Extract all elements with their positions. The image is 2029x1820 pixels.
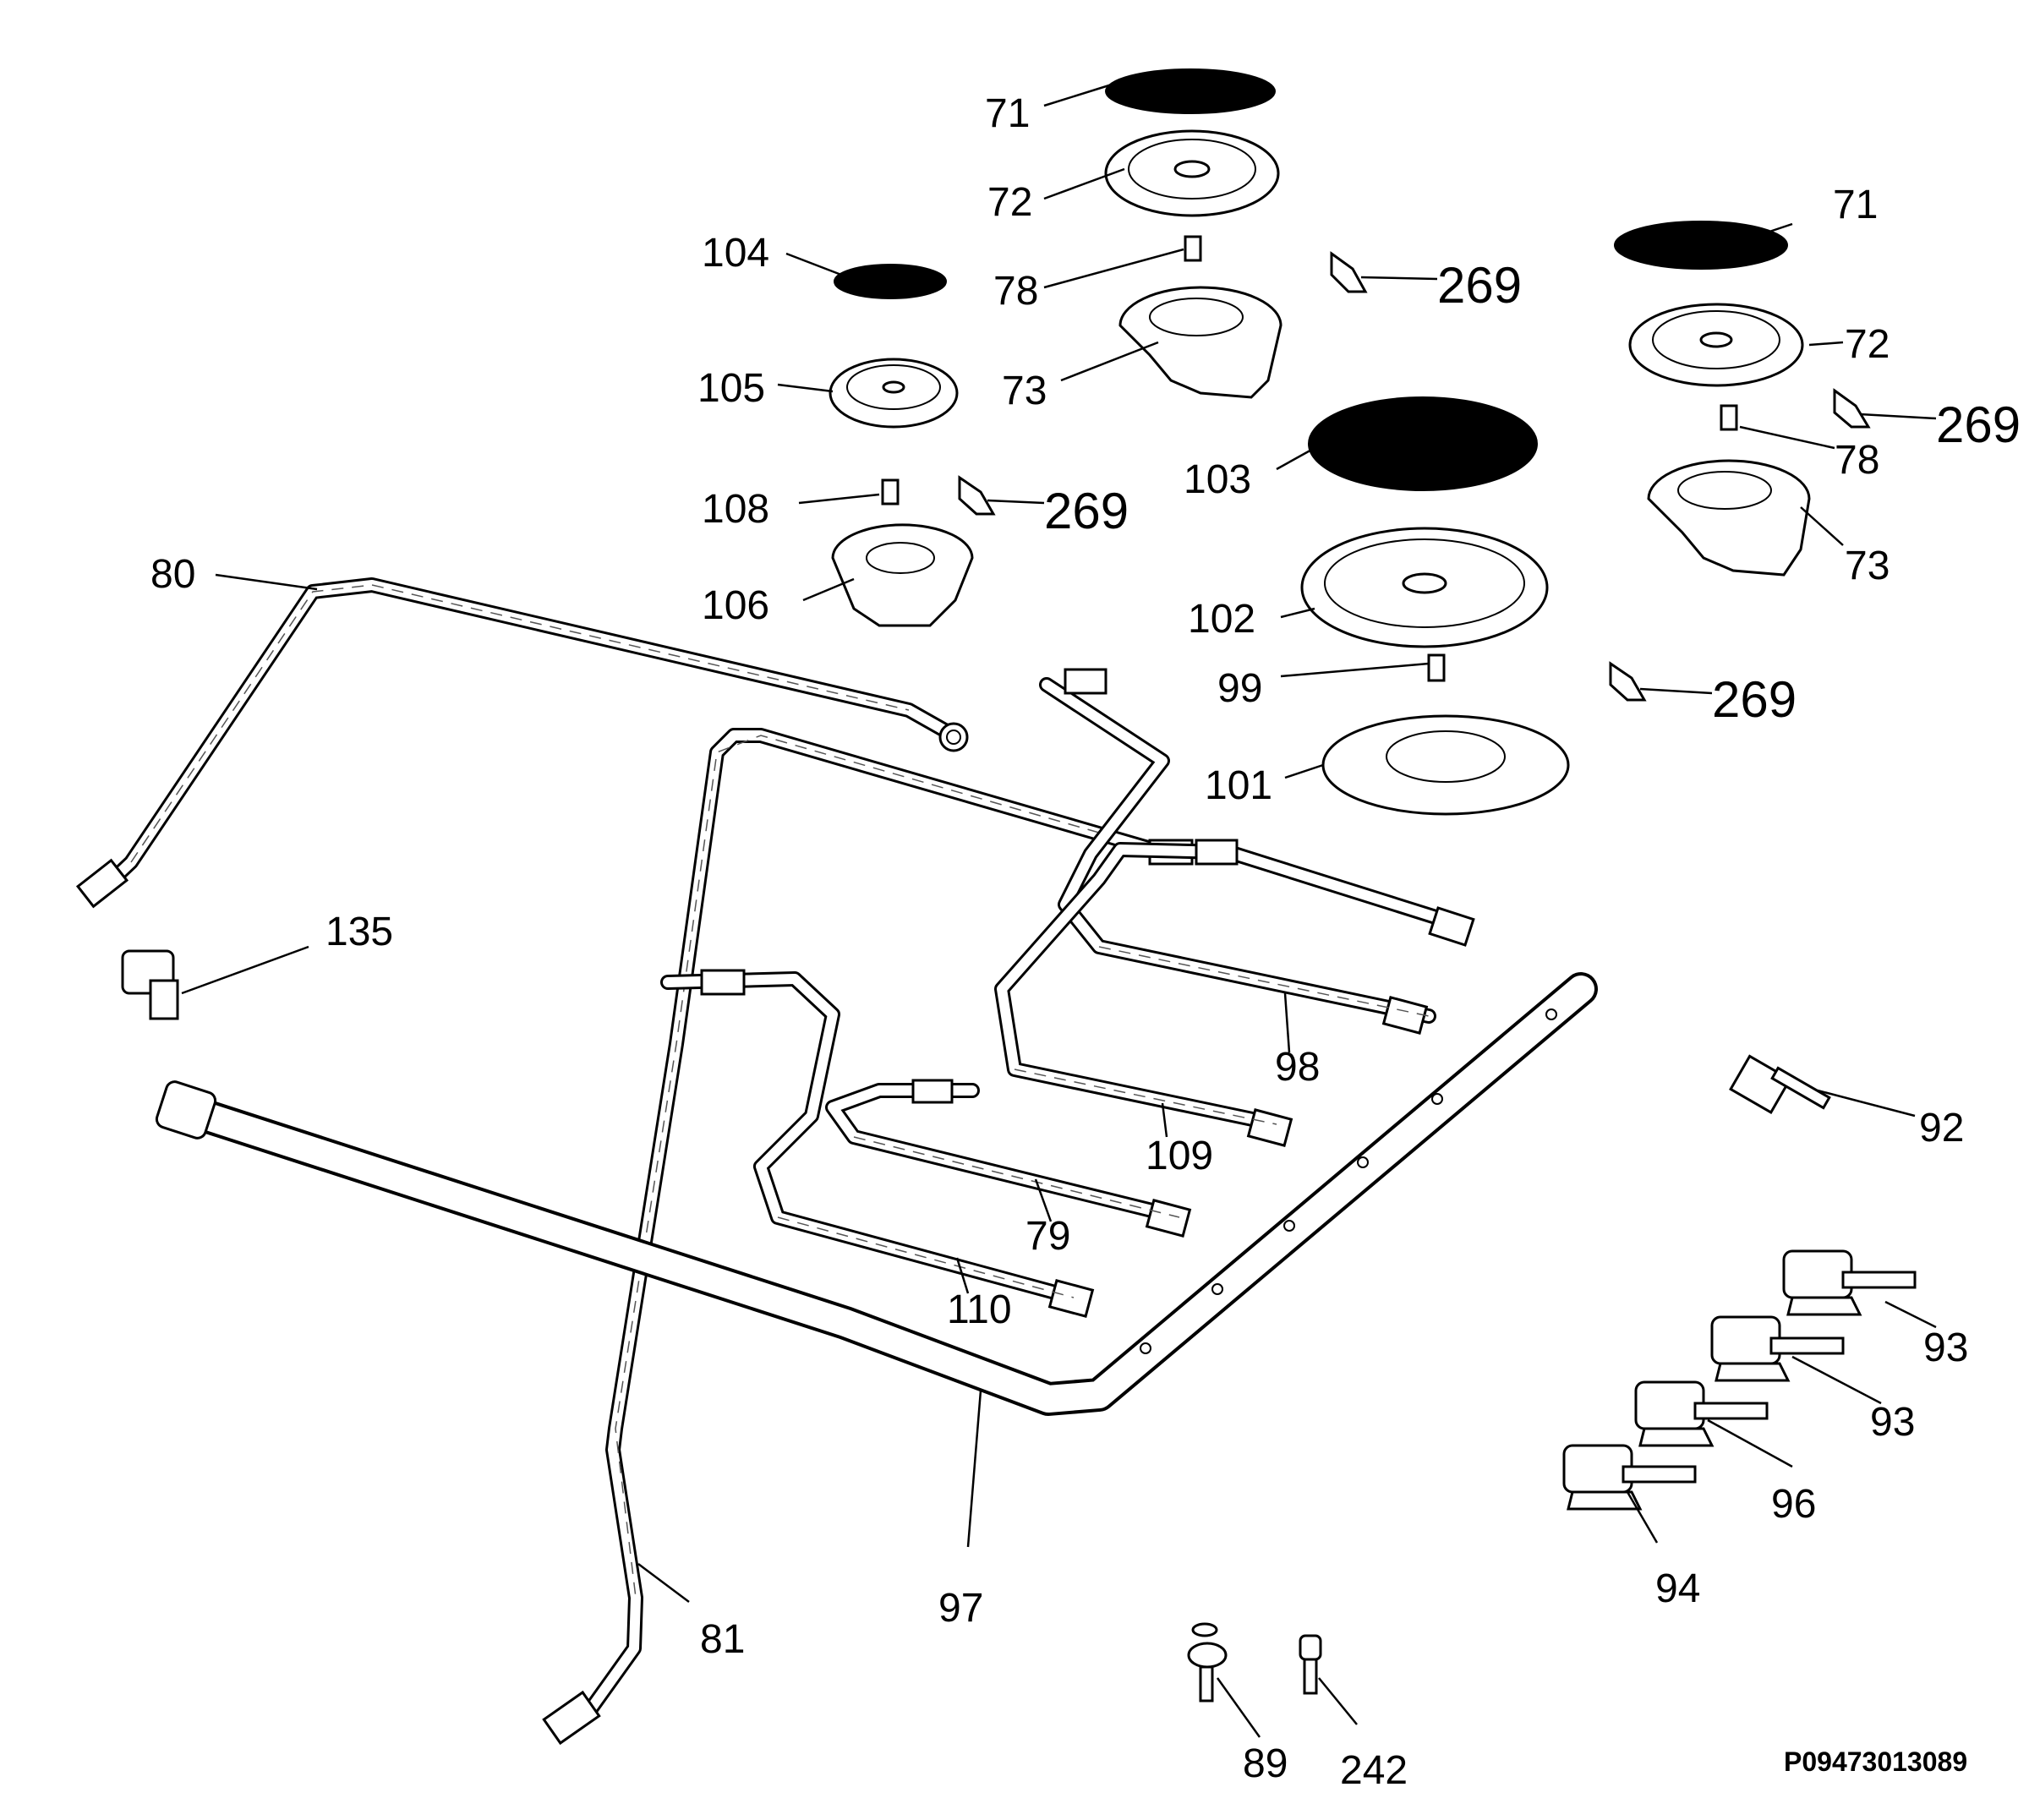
leader-lines	[181, 83, 1937, 1738]
pipe-81	[542, 728, 1194, 1746]
label-89: 89	[1243, 1741, 1288, 1786]
valve-96	[1634, 1380, 1769, 1447]
label-72-right: 72	[1845, 322, 1890, 367]
label-78-top: 78	[993, 269, 1038, 314]
clip-269-b	[958, 475, 996, 516]
burner-top-center	[1104, 68, 1282, 399]
label-101: 101	[1205, 763, 1272, 808]
label-102: 102	[1188, 597, 1255, 642]
label-71-top: 71	[985, 91, 1030, 136]
clip-269-d	[1609, 661, 1647, 702]
injector-78-right	[1720, 404, 1738, 431]
fitting-242	[1299, 1634, 1322, 1695]
label-73-right: 73	[1845, 544, 1890, 588]
label-103: 103	[1184, 457, 1251, 502]
pipe-98	[994, 668, 1475, 1147]
label-96: 96	[1771, 1482, 1816, 1527]
burner-base-73-right	[1647, 459, 1811, 577]
label-110: 110	[947, 1287, 1012, 1332]
label-135: 135	[325, 910, 393, 954]
burner-small-left	[829, 264, 974, 627]
pipe-79-110	[660, 969, 1192, 1318]
burner-large-center	[1300, 396, 1570, 816]
part-labels: 71 72 78 73 104 105 108 106 269 269 269 …	[150, 91, 2021, 1793]
label-81: 81	[700, 1617, 745, 1662]
pipe-97	[155, 972, 1598, 1416]
injector-78-top	[1184, 235, 1202, 262]
label-269-a: 269	[1437, 257, 1522, 314]
label-109: 109	[1146, 1134, 1213, 1178]
label-78-right: 78	[1835, 438, 1879, 483]
pipe-80	[75, 577, 969, 909]
label-71-right: 71	[1833, 183, 1878, 227]
burner-base-106	[831, 523, 974, 627]
label-104: 104	[702, 231, 769, 276]
label-269-d: 269	[1712, 671, 1797, 728]
valve-93-a	[1782, 1249, 1917, 1316]
burner-cap-104	[834, 264, 947, 299]
burner-cap-71-top	[1105, 68, 1276, 114]
label-98: 98	[1275, 1045, 1320, 1090]
valve-93-b	[1710, 1315, 1845, 1382]
burner-right	[1614, 221, 1811, 577]
burner-cap-71-right	[1614, 221, 1788, 270]
label-93-a: 93	[1923, 1325, 1968, 1370]
label-242: 242	[1340, 1748, 1408, 1793]
screw-89	[1187, 1622, 1228, 1702]
label-97: 97	[938, 1586, 983, 1631]
label-72-top: 72	[987, 180, 1032, 225]
drawing-code: P09473013089	[1784, 1746, 1967, 1777]
label-73-top: 73	[1002, 369, 1047, 413]
label-80: 80	[150, 552, 195, 597]
label-106: 106	[702, 583, 769, 628]
label-105: 105	[697, 366, 765, 411]
label-94: 94	[1655, 1566, 1700, 1611]
label-99: 99	[1217, 666, 1262, 711]
clip-269-a	[1330, 251, 1368, 293]
clip-269-c	[1833, 388, 1871, 429]
burner-base-73-top	[1118, 286, 1282, 399]
injector-99	[1427, 653, 1446, 682]
connector-135	[121, 949, 179, 1020]
label-92: 92	[1919, 1106, 1964, 1150]
label-93-b: 93	[1870, 1400, 1915, 1445]
valve-94	[1562, 1444, 1697, 1511]
label-269-c: 269	[1936, 396, 2021, 453]
label-269-b: 269	[1044, 483, 1129, 539]
injector-108	[881, 478, 900, 506]
label-79: 79	[1025, 1214, 1070, 1259]
label-108: 108	[702, 487, 769, 532]
valve-92	[1729, 1054, 1831, 1114]
burner-cap-103	[1308, 396, 1538, 491]
